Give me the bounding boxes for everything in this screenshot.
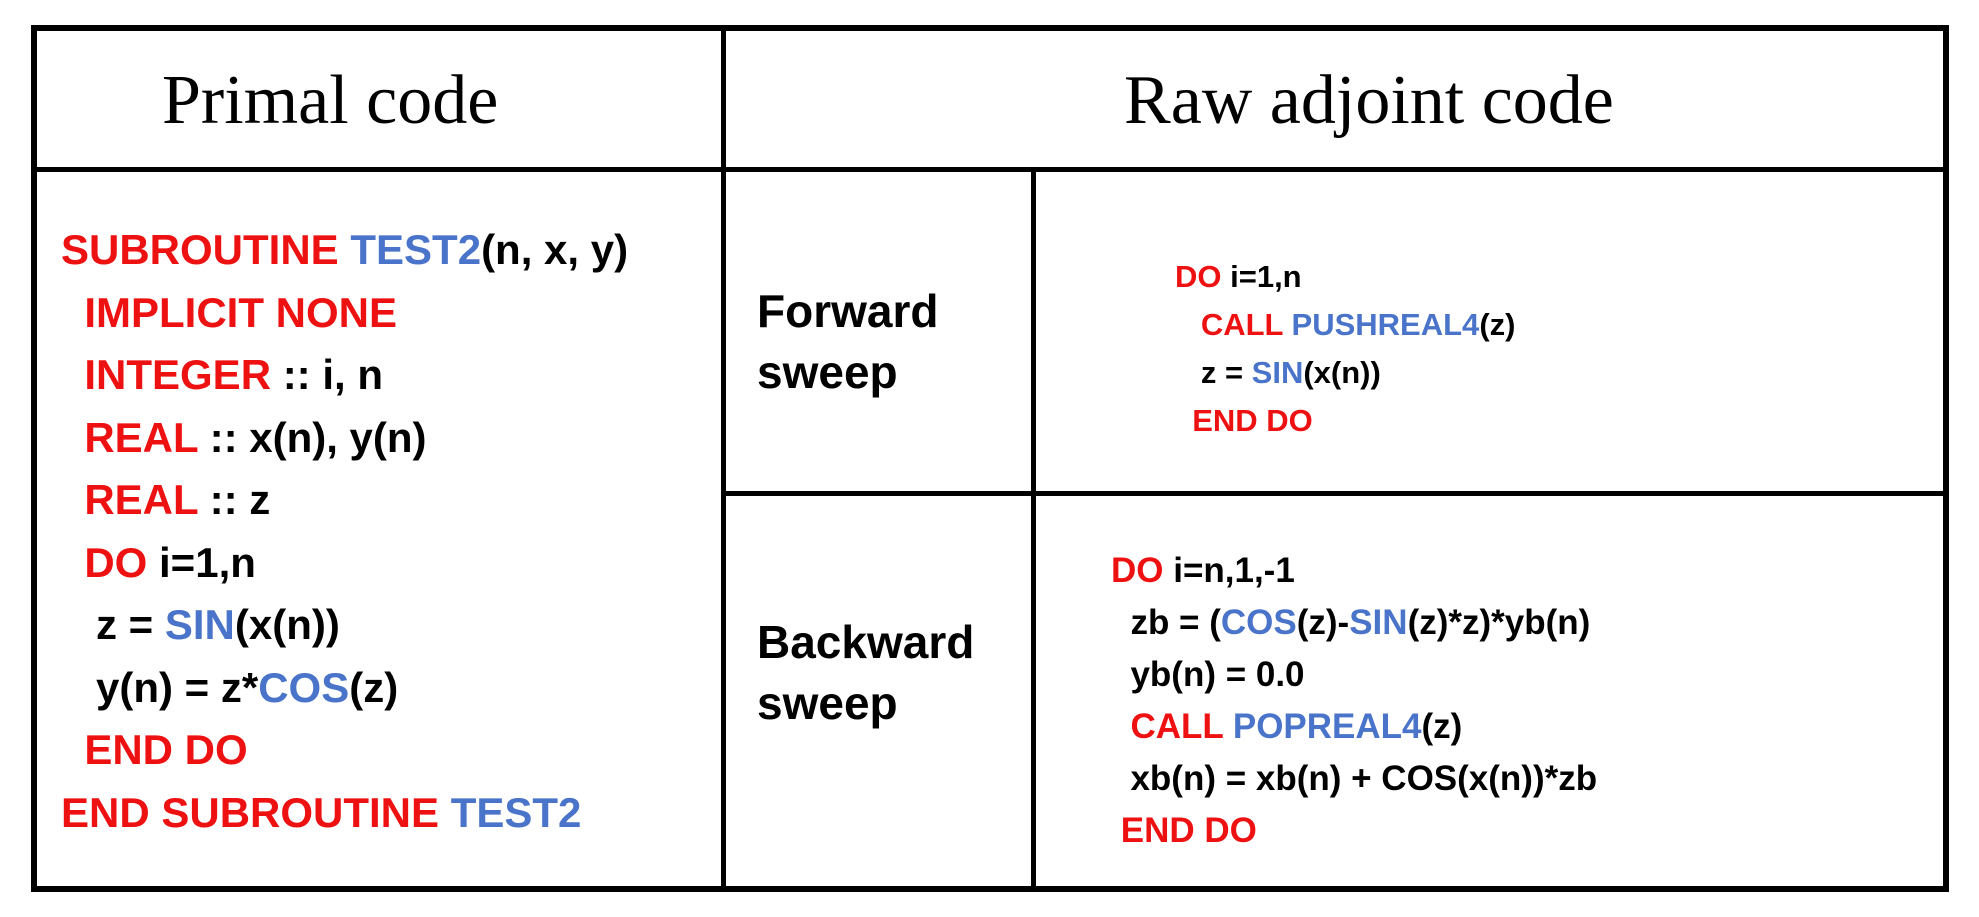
forward-sweep-code-block: DO i=1,n CALL PUSHREAL4(z) z = SIN(x(n))… [1175, 253, 1515, 445]
text-token: :: z [197, 476, 271, 523]
keyword-token: REAL [61, 413, 198, 461]
backward-label-line-1: Backward [757, 616, 975, 668]
keyword-token: DO [61, 538, 148, 586]
function-token: PUSHREAL4 [1291, 307, 1480, 342]
keyword-token: INTEGER [61, 351, 272, 398]
text-token: :: i, n [271, 351, 384, 398]
text-token: y(n) = z* [61, 663, 259, 711]
label-code-divider [1031, 167, 1036, 892]
primal-code-header: Primal code [162, 62, 499, 139]
keyword-token: REAL [61, 476, 198, 523]
raw-adjoint-code-header: Raw adjoint code [1124, 62, 1614, 139]
primal-code-line-1: SUBROUTINE TEST2(n, x, y) [61, 219, 628, 282]
forward-sweep-label: Forward sweep [757, 281, 938, 402]
text-token: (n, x, y) [481, 226, 629, 273]
text-token: (z)*z)*yb(n) [1407, 603, 1591, 642]
primal-code-line-6: DO i=1,n [61, 532, 628, 595]
function-token: SIN [1349, 603, 1408, 642]
forward-code-line-4: END DO [1175, 397, 1515, 445]
forward-backward-divider [721, 491, 1949, 496]
text-token: (x(n)) [234, 601, 340, 648]
backward-code-line-6: END DO [1111, 805, 1597, 857]
primal-code-line-8: y(n) = z*COS(z) [61, 657, 628, 720]
keyword-token: END DO [61, 726, 248, 773]
function-token: POPREAL4 [1232, 707, 1422, 746]
table-border-bottom [31, 886, 1949, 892]
text-token: (z)- [1296, 603, 1350, 642]
text-token: yb(n) = 0.0 [1111, 655, 1305, 694]
table-border-left [31, 25, 37, 892]
forward-label-line-2: sweep [757, 345, 898, 398]
text-token: (z) [349, 663, 399, 711]
keyword-token: IMPLICIT NONE [61, 288, 397, 336]
keyword-token: END DO [1111, 811, 1257, 850]
backward-code-line-1: DO i=n,1,-1 [1111, 545, 1597, 597]
text-token: (z) [1421, 707, 1463, 746]
text-token: xb(n) = xb(n) + COS(x(n))*zb [1111, 759, 1598, 798]
keyword-token: DO [1111, 551, 1164, 590]
forward-code-line-3: z = SIN(x(n)) [1175, 349, 1515, 397]
function-token: TEST2 [350, 226, 482, 273]
primal-code-line-10: END SUBROUTINE TEST2 [61, 782, 628, 845]
primal-code-line-2: IMPLICIT NONE [61, 282, 628, 345]
primal-code-block: SUBROUTINE TEST2(n, x, y) IMPLICIT NONE … [61, 219, 628, 844]
forward-code-line-2: CALL PUSHREAL4(z) [1175, 301, 1516, 349]
text-token: i=n,1,-1 [1163, 551, 1295, 590]
function-token: COS [258, 663, 350, 711]
primal-code-line-5: REAL :: z [61, 469, 628, 532]
text-token: i=1,n [147, 538, 256, 586]
text-token: (z) [1479, 307, 1516, 342]
text-token: z = [1175, 355, 1252, 390]
backward-code-line-5: xb(n) = xb(n) + COS(x(n))*zb [1111, 753, 1597, 805]
forward-label-line-1: Forward [757, 285, 939, 337]
function-token: TEST2 [450, 788, 582, 836]
backward-sweep-code-block: DO i=n,1,-1 zb = (COS(z)-SIN(z)*z)*yb(n)… [1111, 545, 1597, 857]
primal-code-line-9: END DO [61, 719, 628, 782]
keyword-token: CALL [1175, 307, 1292, 342]
table-border-right [1943, 25, 1949, 892]
keyword-token: END SUBROUTINE [61, 788, 451, 836]
forward-code-line-1: DO i=1,n [1175, 253, 1515, 301]
text-token: i=1,n [1221, 259, 1302, 294]
table-border-top [31, 25, 1949, 31]
backward-code-line-2: zb = (COS(z)-SIN(z)*z)*yb(n) [1111, 597, 1597, 649]
keyword-token: DO [1175, 259, 1222, 294]
keyword-token: END DO [1175, 403, 1313, 438]
backward-code-line-3: yb(n) = 0.0 [1111, 649, 1597, 701]
backward-label-line-2: sweep [757, 676, 898, 729]
primal-code-line-7: z = SIN(x(n)) [61, 594, 628, 657]
header-divider-line [31, 167, 1949, 172]
text-token: zb = ( [1111, 603, 1221, 642]
function-token: COS [1220, 603, 1297, 642]
text-token: (x(n)) [1303, 355, 1381, 390]
backward-code-line-4: CALL POPREAL4(z) [1111, 701, 1597, 753]
primal-code-line-3: INTEGER :: i, n [61, 344, 628, 407]
backward-sweep-label: Backward sweep [757, 612, 974, 733]
keyword-token: CALL [1111, 707, 1233, 746]
text-token: z = [61, 601, 165, 648]
function-token: SIN [1251, 355, 1304, 390]
text-token: :: x(n), y(n) [197, 413, 427, 461]
primal-adjoint-divider [721, 25, 726, 892]
keyword-token: SUBROUTINE [61, 226, 351, 273]
primal-code-line-4: REAL :: x(n), y(n) [61, 407, 628, 470]
function-token: SIN [164, 601, 235, 648]
